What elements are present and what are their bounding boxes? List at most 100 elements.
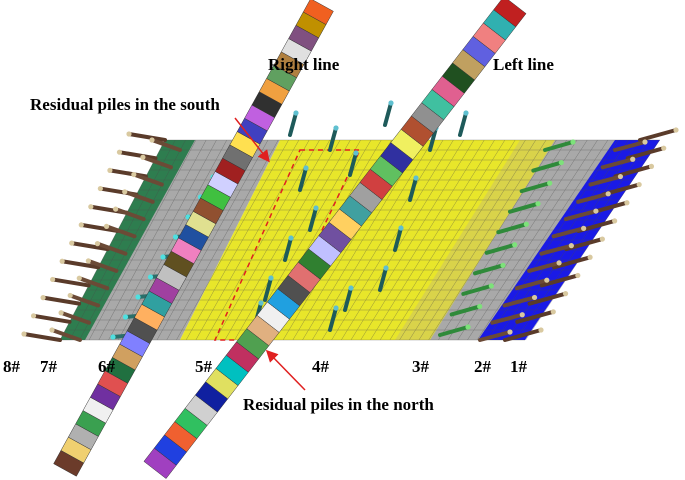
pile bbox=[613, 140, 647, 152]
mesh-col-line bbox=[331, 139, 454, 341]
mesh-col-line bbox=[108, 139, 217, 341]
pile-head bbox=[465, 324, 471, 330]
pile bbox=[484, 242, 517, 255]
pile-head bbox=[463, 110, 469, 116]
pile bbox=[514, 278, 549, 291]
left-line-tunnel-segment bbox=[493, 0, 527, 28]
pile-head bbox=[612, 218, 618, 224]
pile bbox=[478, 330, 512, 342]
pile bbox=[576, 191, 611, 204]
pile-head bbox=[88, 204, 94, 210]
pile bbox=[383, 101, 393, 127]
pile-head bbox=[624, 200, 630, 206]
mesh-col-line bbox=[166, 139, 279, 341]
pile-head bbox=[581, 225, 587, 231]
pile-head bbox=[333, 305, 339, 311]
strip-label-2: 2# bbox=[474, 357, 492, 376]
pile bbox=[527, 291, 568, 306]
pile-head bbox=[49, 327, 55, 333]
mesh-col-line bbox=[486, 139, 619, 341]
pile-head bbox=[587, 254, 593, 260]
pile-head bbox=[69, 240, 75, 246]
pile-head bbox=[570, 139, 576, 145]
pile-head bbox=[160, 254, 166, 260]
pile-head bbox=[648, 163, 655, 169]
right-line-label: Right line bbox=[268, 55, 340, 74]
pile-head bbox=[488, 283, 494, 289]
strip-label-8: 8# bbox=[3, 357, 21, 376]
pile bbox=[308, 206, 318, 232]
mesh-col-line bbox=[69, 139, 176, 341]
pile-head bbox=[538, 327, 544, 333]
mesh-col-line bbox=[447, 139, 578, 341]
pile-head bbox=[617, 173, 624, 180]
mesh-col-line bbox=[408, 139, 537, 341]
pile-head bbox=[605, 191, 611, 197]
pile-head bbox=[40, 295, 46, 301]
mesh-col-line bbox=[476, 139, 609, 341]
pile-head bbox=[477, 303, 483, 310]
residual-north-label: Residual piles in the north bbox=[243, 395, 434, 414]
pile-head bbox=[348, 285, 354, 291]
pile bbox=[150, 138, 182, 152]
pile-head bbox=[67, 292, 73, 299]
right-line-tunnel-segment bbox=[302, 0, 334, 25]
pile bbox=[117, 150, 158, 161]
mesh-col-line bbox=[98, 139, 207, 341]
pile-head bbox=[85, 258, 91, 264]
pile-head bbox=[383, 265, 389, 271]
pile bbox=[600, 157, 635, 170]
mesh-col-line bbox=[438, 139, 567, 341]
pile-head bbox=[103, 223, 110, 229]
mesh-col-line bbox=[467, 139, 598, 341]
pile-head bbox=[135, 294, 141, 300]
pile-head bbox=[288, 235, 294, 241]
mesh-col-line bbox=[156, 139, 269, 341]
pile-head bbox=[636, 181, 642, 188]
pile bbox=[68, 293, 101, 308]
pile bbox=[539, 243, 574, 256]
pile bbox=[503, 328, 543, 342]
pile-head bbox=[353, 150, 359, 156]
pile bbox=[348, 151, 358, 177]
pile bbox=[539, 273, 580, 288]
pile bbox=[496, 222, 529, 235]
pile-head bbox=[568, 243, 574, 249]
pile-head bbox=[122, 314, 129, 320]
pile-head bbox=[107, 167, 113, 173]
pile-head bbox=[593, 208, 599, 214]
pile-head bbox=[500, 262, 506, 268]
pile-head bbox=[562, 291, 569, 297]
pile-head bbox=[293, 110, 299, 116]
pile-head bbox=[550, 309, 556, 315]
piles-group bbox=[21, 100, 679, 342]
pile bbox=[527, 260, 562, 273]
mesh-col-line bbox=[379, 139, 506, 341]
pile bbox=[378, 266, 388, 292]
pile-head bbox=[556, 260, 562, 266]
pile-head bbox=[122, 189, 128, 195]
pile-head bbox=[58, 310, 64, 316]
pile bbox=[127, 132, 167, 142]
pile bbox=[104, 224, 137, 239]
pile bbox=[531, 160, 564, 173]
pile bbox=[449, 304, 482, 317]
mesh-col-line bbox=[59, 139, 166, 341]
mesh-col-line bbox=[505, 139, 640, 341]
mesh-col-line bbox=[399, 139, 526, 341]
mesh-col-line bbox=[496, 139, 629, 341]
strip-label-3: 3# bbox=[412, 357, 430, 376]
pile-head bbox=[673, 127, 679, 133]
pile-head bbox=[523, 221, 529, 227]
pile-head bbox=[116, 149, 123, 155]
pile-head bbox=[113, 206, 119, 212]
pile bbox=[122, 189, 155, 204]
pile bbox=[86, 258, 119, 273]
pile bbox=[490, 312, 525, 325]
pile bbox=[41, 295, 82, 306]
pile bbox=[502, 295, 537, 308]
pile-head bbox=[599, 236, 605, 242]
strip-label-5: 5# bbox=[195, 357, 213, 376]
mesh-col-line bbox=[360, 139, 485, 341]
